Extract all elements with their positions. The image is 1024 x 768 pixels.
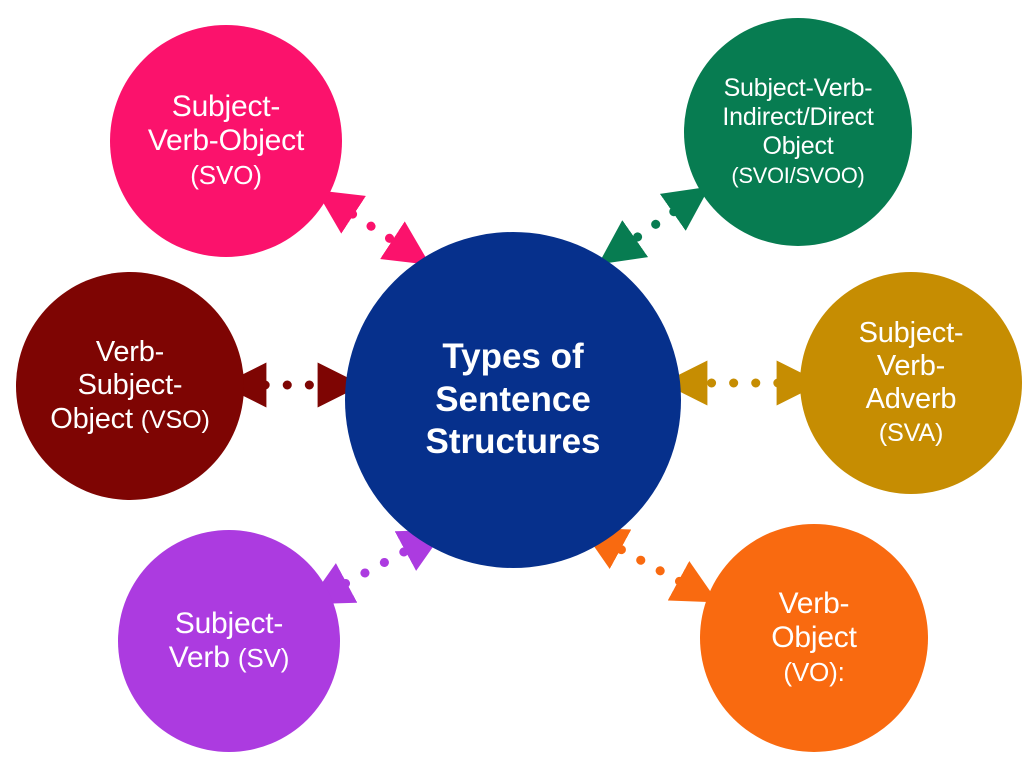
node-sva-label: Subject- Verb- Adverb (SVA) <box>800 317 1022 449</box>
node-sv-text: Subject- Verb <box>168 606 284 674</box>
node-svo-acronym: (SVO) <box>190 160 262 191</box>
center-node-label: Types of Sentence Structures <box>425 336 601 462</box>
node-sva-text: Subject- Verb- Adverb <box>858 316 964 415</box>
node-vso-acronym: (VSO) <box>140 405 210 434</box>
node-sva-acronym: (SVA) <box>878 419 944 448</box>
node-vso-text: Verb- Subject- Object <box>50 336 183 435</box>
node-vo-label: Verb- Object (VO): <box>700 587 928 690</box>
node-verb-subject-object[interactable]: Verb- Subject- Object (VSO) <box>16 272 244 500</box>
center-node-types-of-sentence-structures[interactable]: Types of Sentence Structures <box>345 232 681 568</box>
node-subject-verb[interactable]: Subject- Verb (SV) <box>118 530 340 752</box>
node-vo-text: Verb- Object <box>771 586 857 654</box>
node-subject-verb-adverb[interactable]: Subject- Verb- Adverb (SVA) <box>800 272 1022 494</box>
node-svoi-label: Subject-Verb- Indirect/Direct Object (SV… <box>684 74 912 190</box>
node-svo-label: Subject- Verb-Object (SVO) <box>110 90 342 193</box>
node-sv-acronym: (SV) <box>237 643 290 673</box>
node-sv-label: Subject- Verb (SV) <box>118 607 340 675</box>
connector-svo <box>315 190 431 265</box>
node-svoi-acronym: (SVOI/SVOO) <box>731 163 865 188</box>
node-svo-text: Subject- Verb-Object <box>147 89 305 157</box>
node-subject-verb-indirect-direct-object[interactable]: Subject-Verb- Indirect/Direct Object (SV… <box>684 18 912 246</box>
node-svoi-text: Subject-Verb- Indirect/Direct Object <box>722 74 874 160</box>
connector-svoi <box>598 186 710 265</box>
node-verb-object[interactable]: Verb- Object (VO): <box>700 524 928 752</box>
connector-sv <box>306 529 446 605</box>
node-vso-label: Verb- Subject- Object (VSO) <box>16 336 244 435</box>
node-subject-verb-object[interactable]: Subject- Verb-Object (SVO) <box>110 25 342 257</box>
node-vo-acronym: (VO): <box>783 657 845 688</box>
connector-vo <box>581 527 718 603</box>
